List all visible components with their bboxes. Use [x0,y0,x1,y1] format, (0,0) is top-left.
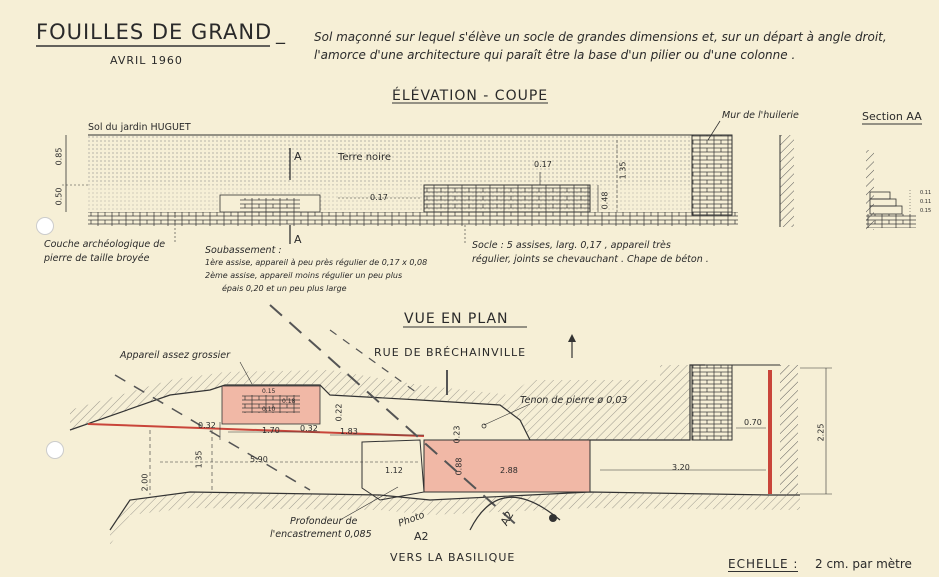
photo-point-icon [549,514,557,522]
dim-050: 0.50 [54,187,64,206]
stone-tenon [481,423,487,429]
socle-elevation [423,184,591,213]
dim-017-right: 0.17 [534,160,552,169]
black-earth-label: Terre noire [338,152,391,163]
binder-hole [46,441,64,459]
dim-plan-225: 2.25 [816,423,826,442]
binder-hole [36,217,54,235]
plan-rubble-outline [361,439,425,501]
elevation-heading: ÉLÉVATION - COUPE [392,88,549,104]
garden-soil-label: Sol du jardin HUGUET [88,122,191,133]
scale-value: 2 cm. par mètre [815,557,912,571]
dim-plan-023: 0.23 [452,425,462,444]
tenon-leader [483,403,531,426]
drawing-title: FOUILLES DE GRAND [36,20,273,44]
dim-plan-015: 0.15 [262,388,276,395]
elevation-right-hatch [780,135,794,227]
archaeological-layer [88,185,692,212]
title-dash: _ [276,24,285,45]
coarse-leader [239,361,253,385]
plan-bottom-hatch [110,492,800,545]
section-aa-dim-2: 0.11 [920,199,932,205]
section-cut-line [269,304,521,529]
depth-leader [339,486,399,521]
drawing-description: Sol maçonné sur lequel s'élève un socle … [314,30,887,62]
soubassement-line-1: 1ère assise, appareil à peu près régulie… [205,258,428,267]
dim-048: 0.48 [600,191,610,210]
soubassement-line-3: épais 0,20 et un peu plus large [222,284,347,293]
section-a2-left: A2 [414,530,429,543]
section-aa-step-3 [869,205,903,215]
dim-plan-018: 0.18 [282,398,296,405]
wall-label: Mur de l'huilerie [722,110,799,121]
dim-plan-183: 1.83 [340,427,358,436]
section-marker-top: A [294,150,302,163]
archaeological-layer-note: Couche archéologique de pierre de taille… [44,239,166,264]
toward-basilica-label: VERS LA BASILIQUE [390,551,516,564]
section-aa-heading: Section AA [862,110,922,123]
dim-plan-022: 0.22 [334,403,344,422]
depth-label-2: l'encastrement 0,085 [270,529,372,540]
dim-plan-288: 2.88 [500,466,518,475]
dim-plan-010: 0.10 [262,406,276,413]
plan-right-hatch [780,365,798,495]
section-aa-base [866,214,916,228]
soubassement-bricks [240,198,300,212]
oil-mill-wall [691,134,733,216]
masonry-floor [88,212,738,226]
section-aa-dim-1: 0.11 [920,190,932,196]
section-aa-hatch [866,150,874,230]
coarse-masonry-bricks [242,395,300,413]
photo-view-arc [469,496,561,531]
dim-plan-070: 0.70 [744,418,762,427]
dim-017-left: 0.17 [370,193,388,202]
dim-plan-112: 1.12 [385,466,403,475]
dim-plan-170: 1.70 [262,426,280,435]
dim-plan-590: 5.90 [250,455,268,464]
scale-label: ECHELLE : [728,557,799,572]
dim-plan-200: 2.00 [140,473,150,492]
red-floor-line [87,423,425,437]
plan-top-hatch [70,365,690,440]
section-aa-dim-3: 0.15 [920,208,932,214]
dim-plan-320: 3.20 [672,463,690,472]
dim-plan-032-left: 0.32 [198,421,216,430]
dim-plan-032-right: 0.32 [300,424,318,433]
dim-plan-088: 0.88 [454,457,464,476]
dim-085: 0.85 [54,147,64,166]
stone-tenon-label: Tenon de pierre ø 0,03 [520,395,628,406]
depth-label-1: Profondeur de [290,516,358,527]
plan-heading: VUE EN PLAN [404,311,509,327]
plan-wall [691,364,733,441]
coarse-masonry-label: Appareil assez grossier [120,350,231,361]
section-marker-bottom: A [294,233,302,246]
socle-note-line-1: Socle : 5 assises, larg. 0,17 , appareil… [472,240,671,251]
street-label: RUE DE BRÉCHAINVILLE [374,346,527,359]
dim-135: 1.35 [618,161,628,180]
dim-plan-135: 1.35 [194,450,204,469]
wall-leader [707,120,721,141]
right-red-band [768,370,772,494]
projection-line-left [114,374,311,491]
socle-note-line-2: régulier, joints se chevauchant . Chape … [472,254,709,265]
black-earth-layer [88,135,692,185]
soubassement-line-2: 2ème assise, appareil moins régulier un … [205,271,403,280]
soubassement-title: Soubassement : [205,245,282,256]
drawing-date: AVRIL 1960 [110,54,183,67]
